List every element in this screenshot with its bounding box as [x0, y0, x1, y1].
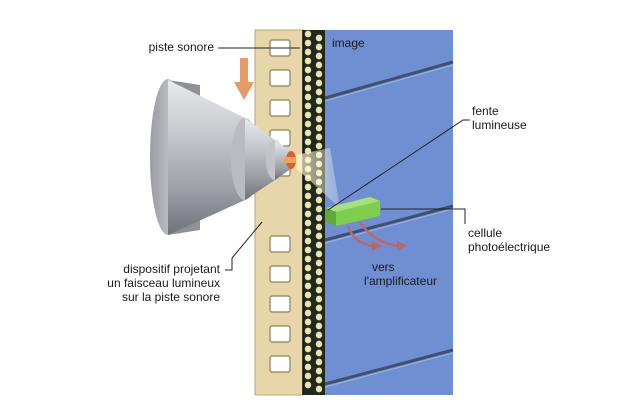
frame-dividers [324, 60, 454, 386]
sound-track-blob [315, 124, 323, 132]
sound-track-blob [315, 367, 323, 375]
sound-track-blob [315, 133, 323, 141]
sound-track-blob [315, 232, 323, 240]
sound-track-blob [315, 196, 323, 204]
sound-track-blob [304, 192, 312, 200]
projector [150, 79, 298, 235]
sound-track-blob [315, 385, 323, 393]
sound-track-blob [304, 255, 312, 263]
sound-track-blob [304, 363, 312, 371]
sound-track-blob [304, 372, 312, 380]
sound-track-blob [304, 201, 312, 209]
sound-track-blob [304, 183, 312, 191]
sound-track-blob [304, 30, 312, 38]
sound-track-blob [315, 322, 323, 330]
sound-track-blob [304, 309, 312, 317]
sound-track-blob [315, 214, 323, 222]
sound-track-blob [315, 70, 323, 78]
sound-track-pattern [304, 30, 323, 393]
label-photocell: cellule photoélectrique [468, 226, 551, 254]
sound-track-blob [315, 358, 323, 366]
sound-track-blob [315, 376, 323, 384]
leader-lines [218, 47, 470, 271]
sound-track-blob [315, 241, 323, 249]
sound-track-blob [315, 205, 323, 213]
sound-track-blob [315, 106, 323, 114]
sound-track-blob [304, 336, 312, 344]
sound-track-blob [304, 120, 312, 128]
sound-track-blob [304, 66, 312, 74]
signal-arrows [346, 221, 399, 248]
sound-track-blob [315, 52, 323, 60]
sound-track-blob [315, 115, 323, 123]
sound-track-blob [315, 259, 323, 267]
sound-track-blob [304, 84, 312, 92]
sound-track-blob [304, 300, 312, 308]
sound-track-blob [304, 354, 312, 362]
sound-track-blob [304, 138, 312, 146]
sound-track-blob [304, 219, 312, 227]
sound-track-blob [304, 246, 312, 254]
sound-track-blob [304, 228, 312, 236]
sound-track-blob [304, 345, 312, 353]
sound-track-blob [315, 286, 323, 294]
sound-track-blob [304, 39, 312, 47]
sound-track-blob [304, 93, 312, 101]
sound-track-blob [304, 57, 312, 65]
sound-track-blob [315, 277, 323, 285]
down-arrow-icon [234, 58, 254, 100]
sound-track-blob [304, 264, 312, 272]
sound-track-blob [315, 88, 323, 96]
sound-track-blob [315, 331, 323, 339]
sound-track-blob [304, 282, 312, 290]
sound-track-blob [315, 79, 323, 87]
sound-track-blob [315, 34, 323, 42]
sound-track-blob [315, 313, 323, 321]
sound-track-blob [304, 318, 312, 326]
sound-track-blob [304, 327, 312, 335]
sound-track-blob [304, 291, 312, 299]
sound-track-blob [315, 61, 323, 69]
label-sound-track: piste sonore [148, 40, 214, 54]
sound-track-blob [304, 381, 312, 389]
sound-track-blob [315, 295, 323, 303]
sound-track-blob [304, 102, 312, 110]
sound-track-blob [315, 250, 323, 258]
light-beam [296, 148, 340, 208]
photocell [326, 197, 380, 226]
sound-track-blob [315, 142, 323, 150]
sound-track-blob [315, 43, 323, 51]
label-slit: fente lumineuse [472, 104, 527, 132]
sound-track-blob [304, 111, 312, 119]
sound-track-blob [315, 304, 323, 312]
sound-track-blob [315, 223, 323, 231]
label-amplifier: vers l'amplificateur [364, 260, 437, 288]
sound-track-blob [304, 273, 312, 281]
sound-track-blob [315, 349, 323, 357]
sound-track-blob [304, 75, 312, 83]
sound-track-blob [315, 268, 323, 276]
sound-track-blob [304, 237, 312, 245]
sound-track-blob [304, 129, 312, 137]
sound-track-blob [304, 48, 312, 56]
label-image: image [332, 36, 365, 50]
label-projector: dispositif projetant un faisceau lumineu… [107, 262, 220, 304]
sound-track-blob [304, 210, 312, 218]
sound-track-blob [315, 340, 323, 348]
sound-track-blob [315, 97, 323, 105]
